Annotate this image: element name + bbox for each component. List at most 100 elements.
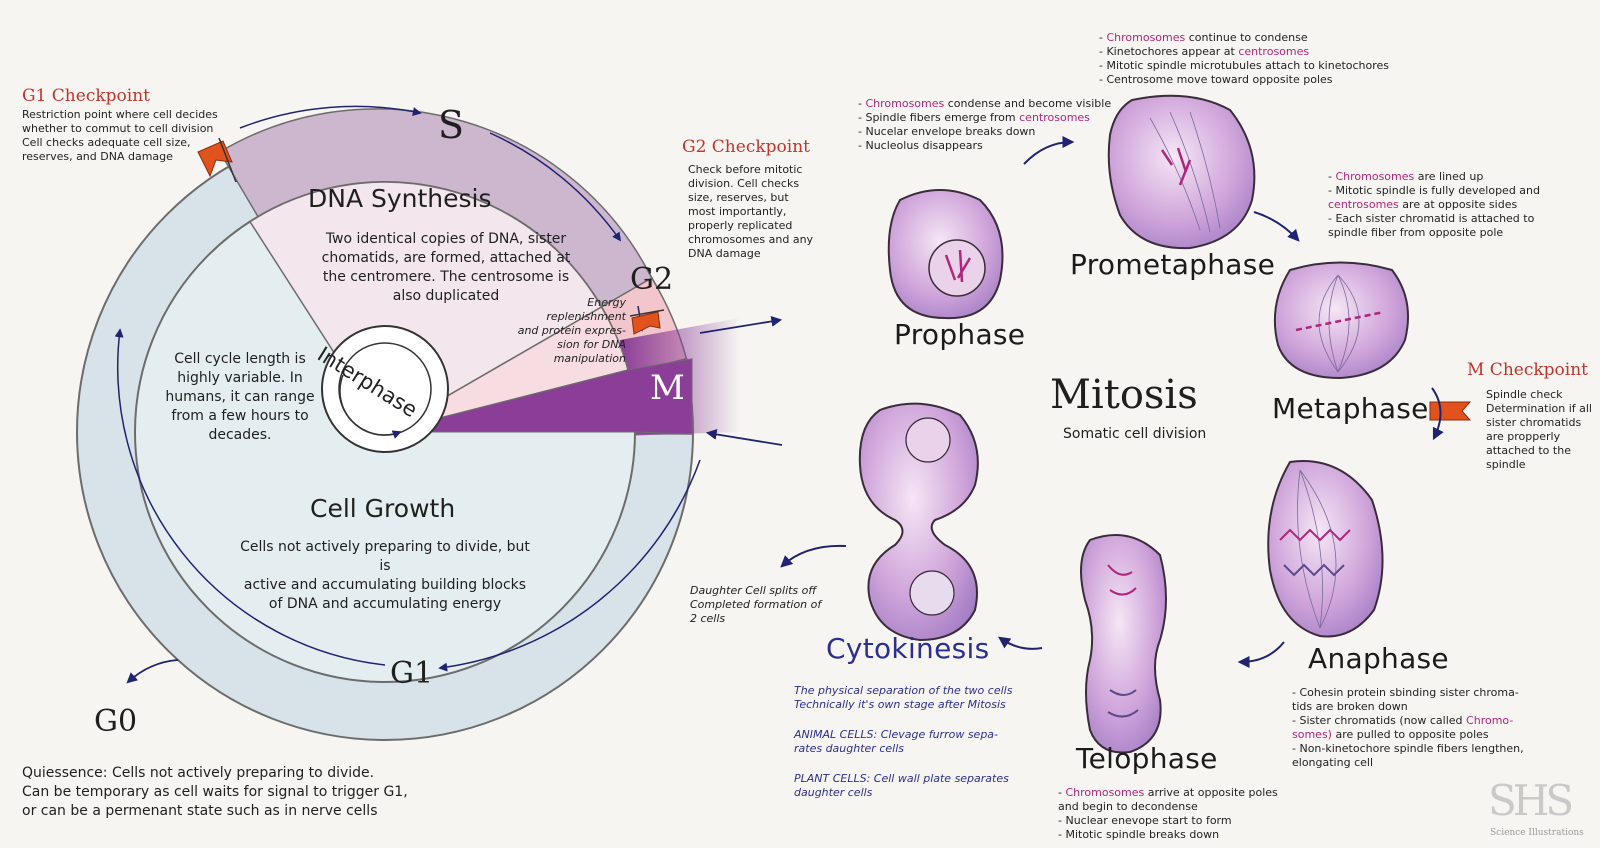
note-line: - Spindle fibers emerge from centrosomes bbox=[858, 111, 1111, 125]
note-line: elongating cell bbox=[1292, 756, 1524, 770]
note-text: continue to condense bbox=[1185, 31, 1308, 44]
telophase-label: Telophase bbox=[1076, 742, 1218, 775]
note-text: arrive at opposite poles bbox=[1144, 786, 1278, 799]
note-highlight: somes) bbox=[1292, 728, 1332, 741]
m-phase-label: M bbox=[650, 368, 685, 408]
anaphase-label: Anaphase bbox=[1308, 642, 1449, 675]
anaphase-to-telophase-arrow bbox=[1237, 641, 1285, 668]
cell-growth-title: Cell Growth bbox=[310, 494, 456, 523]
note-text: - Mitotic spindle breaks down bbox=[1058, 828, 1220, 841]
note-text: - Sister chromatids (now called bbox=[1292, 714, 1467, 727]
note-line: - Chromosomes continue to condense bbox=[1099, 31, 1389, 45]
telophase-cell bbox=[1080, 534, 1167, 754]
note-line: - Cohesin protein sbinding sister chroma… bbox=[1292, 686, 1524, 700]
note-line: - Mitotic spindle is fully developed and bbox=[1328, 184, 1540, 198]
note-text: spindle fiber from opposite pole bbox=[1328, 226, 1504, 239]
anaphase-cell bbox=[1267, 460, 1384, 638]
cytokinesis-description: The physical separation of the two cells… bbox=[794, 684, 1013, 711]
note-highlight: Chromo- bbox=[1466, 714, 1514, 727]
plant-cells-description: PLANT CELLS: Cell wall plate separates d… bbox=[794, 772, 1009, 799]
note-line: - Nucleolus disappears bbox=[858, 139, 1111, 153]
note-text: - bbox=[1099, 31, 1107, 44]
dna-synthesis-title: DNA Synthesis bbox=[308, 184, 492, 213]
note-highlight: Chromosomes bbox=[1335, 170, 1415, 183]
note-text: are lined up bbox=[1414, 170, 1484, 183]
note-text: - Cohesin protein sbinding sister chroma… bbox=[1292, 686, 1519, 699]
prometaphase-label: Prometaphase bbox=[1070, 248, 1276, 281]
dna-synthesis-sector bbox=[248, 181, 603, 434]
g1-phase-label: G1 bbox=[390, 656, 434, 691]
g2-checkpoint-title: G2 Checkpoint bbox=[682, 137, 810, 157]
g0-phase-label: G0 bbox=[94, 704, 138, 739]
note-line: - Each sister chromatid is attached to bbox=[1328, 212, 1540, 226]
metaphase-notes: - Chromosomes are lined up- Mitotic spin… bbox=[1328, 170, 1540, 240]
note-line: - Sister chromatids (now called Chromo- bbox=[1292, 714, 1524, 728]
note-text: elongating cell bbox=[1292, 756, 1373, 769]
note-line: - Chromosomes arrive at opposite poles bbox=[1058, 786, 1278, 800]
note-text: - Mitotic spindle is fully developed and bbox=[1328, 184, 1540, 197]
note-text: - Mitotic spindle microtubules attach to… bbox=[1099, 59, 1390, 72]
g2-phase-label: G2 bbox=[630, 262, 674, 297]
note-text: - Each sister chromatid is attached to bbox=[1328, 212, 1535, 225]
note-text: are at opposite sides bbox=[1398, 198, 1518, 211]
note-text: - Nucleolus disappears bbox=[858, 139, 983, 152]
note-text: - bbox=[1328, 170, 1336, 183]
note-highlight: centrosomes bbox=[1238, 45, 1310, 58]
m-checkpoint-title: M Checkpoint bbox=[1467, 360, 1588, 380]
m-checkpoint-flag-icon bbox=[1429, 401, 1472, 421]
g1-checkpoint-flag-icon bbox=[197, 137, 237, 183]
anaphase-notes: - Cohesin protein sbinding sister chroma… bbox=[1292, 686, 1524, 770]
g2-checkpoint-flag-icon bbox=[629, 309, 665, 335]
note-text: - bbox=[1058, 786, 1066, 799]
mitosis-title: Mitosis bbox=[1050, 372, 1198, 418]
note-line: - Chromosomes condense and become visibl… bbox=[858, 97, 1111, 111]
note-line: - Mitotic spindle microtubules attach to… bbox=[1099, 59, 1389, 73]
g1-checkpoint-title: G1 Checkpoint bbox=[22, 86, 150, 106]
m-to-mitosis-arrow bbox=[699, 316, 783, 334]
metaphase-to-anaphase-arrow bbox=[1431, 387, 1444, 441]
note-line: spindle fiber from opposite pole bbox=[1328, 226, 1540, 240]
s-phase-label: S bbox=[438, 103, 465, 147]
note-line: and begin to decondense bbox=[1058, 800, 1278, 814]
note-text: - Nucelar envelope breaks down bbox=[858, 125, 1036, 138]
note-line: - Kinetochores appear at centrosomes bbox=[1099, 45, 1389, 59]
note-line: tids are broken down bbox=[1292, 700, 1524, 714]
g0-description: Quiessence: Cells not actively preparing… bbox=[22, 765, 408, 819]
mitosis-subtitle: Somatic cell division bbox=[1063, 426, 1207, 442]
metaphase-cell bbox=[1273, 261, 1409, 380]
note-text: condense and become visible bbox=[944, 97, 1112, 110]
s-phase-arrow bbox=[239, 105, 422, 129]
telophase-to-cytokinesis-arrow bbox=[998, 636, 1043, 650]
mitosis-to-m-arrow bbox=[705, 429, 783, 446]
logo-text: Science Illustrations bbox=[1490, 828, 1584, 838]
note-highlight: centrosomes bbox=[1019, 111, 1090, 124]
note-line: - Non-kinetochore spindle fibers lengthe… bbox=[1292, 742, 1524, 756]
g2-phase-description: Energy replenishment and protein expres-… bbox=[517, 296, 626, 365]
note-text: and begin to decondense bbox=[1058, 800, 1198, 813]
prometaphase-cell bbox=[1107, 94, 1256, 250]
prophase-notes: - Chromosomes condense and become visibl… bbox=[858, 97, 1111, 153]
metaphase-label: Metaphase bbox=[1272, 392, 1429, 425]
note-highlight: Chromosomes bbox=[1106, 31, 1186, 44]
daughter-cell-note: Daughter Cell splits off Completed forma… bbox=[690, 584, 822, 625]
note-highlight: Chromosomes bbox=[865, 97, 945, 110]
cell-growth-description: Cells not actively preparing to divide, … bbox=[240, 539, 530, 612]
prophase-to-prometaphase-arrow bbox=[1023, 136, 1075, 165]
g0-arrow bbox=[126, 659, 179, 684]
note-text: - Nuclear enevope start to form bbox=[1058, 814, 1232, 827]
cytokinesis-cell bbox=[858, 402, 979, 642]
animal-cells-description: ANIMAL CELLS: Clevage furrow sepa- rates… bbox=[794, 728, 999, 755]
note-highlight: centrosomes bbox=[1328, 198, 1399, 211]
note-text: - Non-kinetochore spindle fibers lengthe… bbox=[1292, 742, 1524, 755]
prophase-label: Prophase bbox=[894, 318, 1026, 351]
note-text: - Kinetochores appear at bbox=[1099, 45, 1239, 58]
note-text: tids are broken down bbox=[1292, 700, 1408, 713]
g2-checkpoint-description: Check before mitotic division. Cell chec… bbox=[688, 163, 814, 260]
cytokinesis-label: Cytokinesis bbox=[826, 632, 990, 665]
note-line: - Nucelar envelope breaks down bbox=[858, 125, 1111, 139]
prometaphase-to-metaphase-arrow bbox=[1253, 211, 1300, 242]
note-text: - bbox=[858, 97, 866, 110]
